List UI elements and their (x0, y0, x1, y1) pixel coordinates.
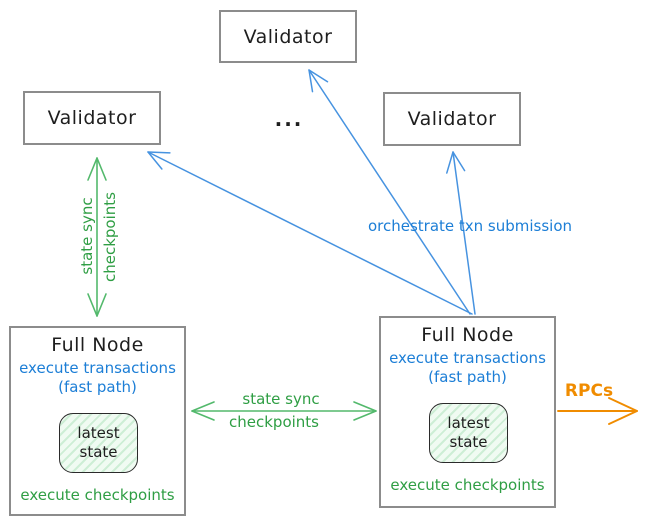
latest-state-left-box: latest state (59, 413, 138, 473)
full-node-left-title: Full Node (51, 334, 144, 356)
full-node-left-fast-path: (fast path) (58, 378, 137, 396)
latest-state-right-box: latest state (429, 403, 508, 463)
checkpoints-horizontal-label: checkpoints (229, 413, 319, 431)
full-node-left-box: Full Node execute transactions (fast pat… (9, 326, 186, 516)
validator-top-box: Validator (219, 10, 357, 63)
latest-state-left-line1: latest (77, 424, 120, 443)
validator-left-box: Validator (23, 91, 161, 145)
validator-right-box: Validator (383, 92, 521, 146)
latest-state-right-line1: latest (447, 414, 490, 433)
orchestrate-txn-submission-label: orchestrate txn submission (367, 217, 573, 235)
state-sync-horizontal-label: state sync (242, 390, 320, 408)
validator-top-label: Validator (243, 25, 333, 48)
full-node-right-box: Full Node execute transactions (fast pat… (379, 316, 556, 508)
full-node-left-exec-checkpoints: execute checkpoints (20, 486, 175, 504)
latest-state-left-line2: state (79, 443, 118, 461)
validator-right-label: Validator (407, 108, 497, 130)
rpcs-label: RPCs (564, 381, 614, 401)
full-node-right-exec-transactions: execute transactions (389, 349, 546, 367)
full-node-left-exec-transactions: execute transactions (19, 359, 176, 377)
validator-left-label: Validator (47, 107, 137, 129)
state-sync-vertical-label: state sync (78, 197, 96, 275)
full-node-right-title: Full Node (421, 324, 514, 346)
validators-ellipsis: ... (274, 107, 304, 131)
full-node-right-fast-path: (fast path) (428, 368, 507, 386)
checkpoints-vertical-label: checkpoints (101, 192, 119, 282)
latest-state-right-line2: state (449, 433, 488, 451)
full-node-right-exec-checkpoints: execute checkpoints (390, 476, 545, 494)
